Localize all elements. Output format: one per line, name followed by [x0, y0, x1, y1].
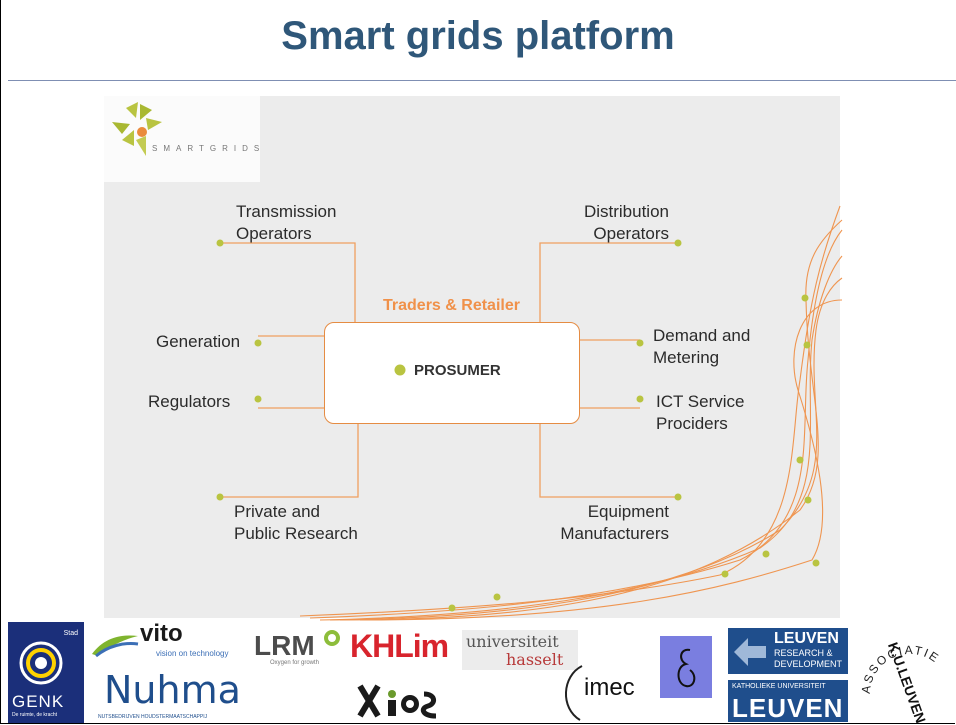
- xios-logo-icon: [357, 684, 437, 719]
- node-regulators: Regulators: [148, 392, 231, 411]
- khlim-wordmark: KHLim: [350, 628, 449, 664]
- slide-title: Smart grids platform: [281, 14, 675, 58]
- node-demand-metering: Demand and Metering: [653, 325, 750, 369]
- node-line: Operators: [593, 224, 669, 243]
- node-distribution-operators: Distribution Operators: [577, 201, 669, 245]
- uhasselt-logo: universiteit hasselt: [462, 630, 578, 670]
- genk-emblem-icon: [19, 641, 63, 685]
- node-line: Operators: [236, 224, 312, 243]
- vito-wordmark: vito: [140, 620, 183, 647]
- ku-leuven-wordmark: LEUVEN: [732, 693, 844, 723]
- node-line: Metering: [653, 348, 720, 367]
- nuhma-wordmark: Nuhma: [104, 668, 241, 712]
- leuven-rd-line1: LEUVEN: [774, 630, 839, 647]
- vito-tagline: vision on technology: [156, 649, 229, 658]
- node-line: Public Research: [234, 524, 358, 543]
- node-generation: Generation: [156, 332, 241, 351]
- smartgrids-logo-icon: [112, 102, 162, 156]
- node-line: ICT Service: [656, 392, 745, 411]
- blue-emblem-logo: [660, 636, 712, 698]
- genk-tagline: De ruimte, de kracht: [12, 712, 58, 718]
- partner-logos-strip: Stad GENK De ruimte, de kracht vito visi…: [0, 620, 956, 725]
- node-line: Demand and: [653, 326, 751, 345]
- leuven-rd-icon: [734, 638, 766, 666]
- leuven-rd-logo: LEUVEN RESEARCH & DEVELOPMENT: [728, 628, 848, 674]
- prosumer-label: PROSUMER: [414, 362, 501, 379]
- associatie-ring-logo: ASSOCIATIE: [859, 643, 941, 694]
- lrm-circle-icon: [324, 630, 340, 646]
- node-line: Prociders: [656, 414, 728, 433]
- title-divider: [8, 80, 956, 81]
- node-line: Equipment: [587, 502, 669, 521]
- lrm-wordmark: LRM: [254, 630, 315, 661]
- node-transmission-operators: Transmission Operators: [236, 201, 336, 245]
- traders-retailer-label: Traders & Retailer: [383, 297, 520, 314]
- epsilon-icon: [677, 648, 696, 688]
- node-line: Distribution: [583, 202, 669, 221]
- lrm-tagline: Oxygen for growth: [270, 660, 320, 666]
- genk-logo: Stad GENK De ruimte, de kracht: [8, 622, 84, 723]
- prosumer-bullet-icon: [394, 364, 406, 376]
- node-equipment-manufacturers: Equipment Manufacturers: [556, 501, 669, 545]
- node-ict-service: ICT Service Prociders: [656, 391, 745, 435]
- ku-leuven-small: KATHOLIEKE UNIVERSITEIT: [732, 683, 826, 690]
- node-private-public-research: Private and Public Research: [234, 501, 358, 545]
- uhasselt-line2: hasselt: [506, 650, 564, 669]
- leuven-rd-line2: RESEARCH &: [774, 648, 833, 658]
- ku-leuven-logo: KATHOLIEKE UNIVERSITEIT LEUVEN: [728, 680, 848, 723]
- prosumer-box: [324, 322, 580, 424]
- leuven-rd-line3: DEVELOPMENT: [774, 659, 843, 669]
- node-line: Transmission: [236, 202, 337, 221]
- imec-arc-icon: [565, 665, 583, 721]
- smartgrids-wordmark: SMARTGRIDS: [152, 144, 266, 153]
- node-line: Private and: [234, 502, 320, 521]
- genk-wordmark: GENK: [12, 692, 65, 711]
- imec-wordmark: imec: [584, 674, 635, 701]
- uhasselt-line1: universiteit: [466, 632, 559, 651]
- vito-swoosh-icon: [92, 635, 139, 658]
- genk-small-text: Stad: [63, 630, 78, 637]
- nuhma-tagline: NUTSBEDRIJVEN HOUDSTERMAATSCHAPPIJ: [98, 714, 208, 720]
- node-line: Manufacturers: [560, 524, 669, 543]
